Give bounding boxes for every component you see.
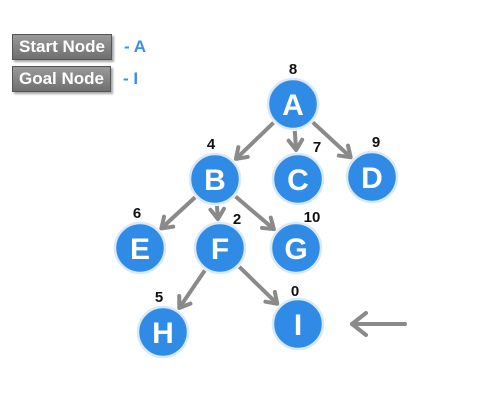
node-label: I	[294, 309, 302, 342]
node-label: G	[284, 233, 307, 266]
heuristic-label: 4	[207, 136, 216, 153]
node-circle	[345, 150, 399, 204]
node-F: F2	[193, 211, 247, 275]
legend-goal: Goal Node - I	[12, 66, 138, 92]
edge-B-F	[208, 205, 226, 222]
heuristic-label: 10	[304, 209, 321, 226]
node-G: G 10	[269, 209, 323, 275]
heuristic-label: 8	[289, 61, 297, 78]
edge-A-B	[233, 121, 275, 161]
goal-node-label: Goal Node	[12, 66, 112, 92]
edge-B-E	[159, 195, 197, 231]
heuristic-label: 2	[233, 211, 241, 228]
node-circle	[271, 152, 325, 206]
node-A: A8	[266, 61, 320, 131]
heuristic-label: 0	[291, 283, 299, 300]
heuristic-label: 9	[372, 134, 380, 151]
edges-layer	[159, 120, 353, 311]
node-label: A	[282, 89, 304, 122]
node-label: E	[130, 233, 150, 266]
node-C: C7	[271, 139, 325, 206]
heuristic-label: 7	[313, 139, 321, 156]
node-E: E6	[113, 205, 167, 275]
edge-F-H	[177, 269, 207, 311]
node-label: H	[152, 317, 174, 350]
node-I: I0	[271, 283, 325, 351]
node-B: B4	[188, 136, 242, 206]
start-node-label: Start Node	[12, 34, 112, 60]
heuristic-label: 5	[155, 289, 163, 306]
node-label: F	[211, 233, 229, 266]
node-label: C	[287, 164, 309, 197]
node-label: D	[361, 162, 383, 195]
edge-F-I	[237, 265, 280, 306]
node-D: D9	[345, 134, 399, 204]
edge-B-G	[234, 194, 276, 232]
legend-start: Start Node - A	[12, 34, 146, 60]
edge-A-C	[286, 130, 305, 153]
node-H: H5	[136, 289, 190, 359]
node-label: B	[204, 164, 226, 197]
edge-A-D	[311, 120, 353, 160]
node-circle	[113, 221, 167, 275]
node-circle	[269, 221, 323, 275]
node-circle	[271, 297, 325, 351]
pointer-layer	[350, 311, 407, 337]
left-arrow-icon	[350, 311, 407, 337]
node-circle	[188, 152, 242, 206]
start-node-value: - A	[123, 37, 146, 56]
node-circle	[136, 305, 190, 359]
node-circle	[266, 77, 320, 131]
heuristic-label: 6	[133, 205, 141, 222]
goal-node-value: - I	[123, 69, 139, 88]
node-circle	[193, 221, 247, 275]
